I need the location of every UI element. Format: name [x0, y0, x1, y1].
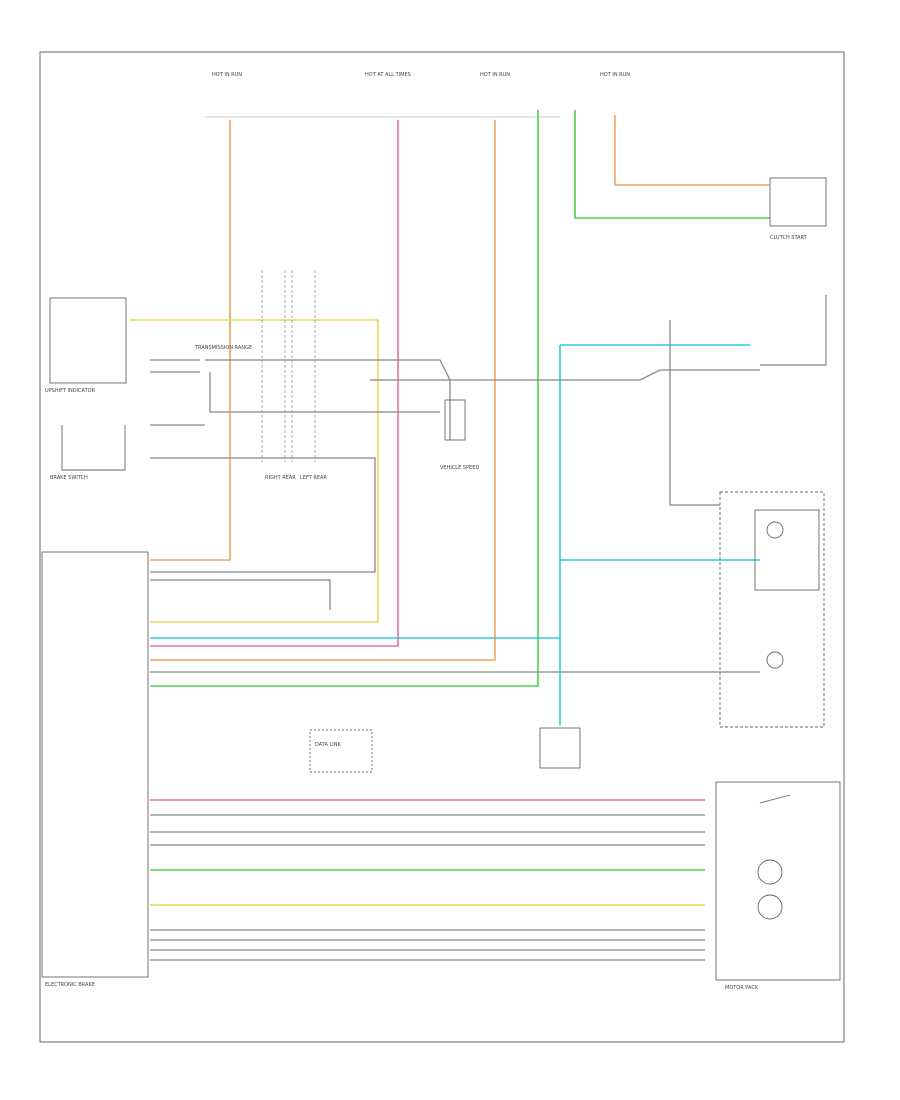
- relay-box-top-right: [769, 177, 827, 227]
- label-brake-switch: BRAKE SWITCH: [50, 475, 88, 481]
- tcs-module-inner: [754, 509, 820, 669]
- data-link-connector: [309, 729, 373, 773]
- label-upshift-indicator: UPSHIFT INDICATOR: [45, 388, 96, 394]
- wire-orange-right: [614, 115, 770, 186]
- label-transmission-range-switch: TRANSMISSION RANGE: [195, 345, 253, 351]
- label-motor-pack: MOTOR PACK: [725, 985, 759, 991]
- hot-connection-3: HOT IN RUN: [480, 72, 511, 78]
- motor-pack-box: [715, 781, 841, 981]
- wire-cyan: [150, 344, 760, 725]
- label-left-rear-speed-sensor: LEFT REAR: [300, 475, 327, 481]
- vehicle-speed-sensor: [444, 399, 466, 441]
- speed-sensor-connectors: [261, 270, 316, 462]
- wire-orange-mid: [150, 120, 496, 661]
- hot-connection-1: HOT IN RUN: [212, 72, 243, 78]
- label-clutch-switch: CLUTCH START: [770, 235, 807, 241]
- diagram-border: [39, 51, 845, 1043]
- label-ebcm: ELECTRONIC BRAKE: [45, 982, 95, 988]
- switch-box-right: [760, 295, 827, 366]
- tcs-module: [719, 491, 825, 728]
- wire-gray: [150, 320, 760, 961]
- hot-connection-2: HOT AT ALL TIMES: [365, 72, 411, 78]
- wire-orange-left: [150, 120, 231, 561]
- wire-yellow: [130, 319, 705, 906]
- label-right-rear-speed-sensor: RIGHT REAR: [265, 475, 296, 481]
- wire-green: [150, 110, 770, 871]
- label-data-link-connector: DATA LINK: [315, 742, 341, 748]
- ground-connector: [539, 727, 581, 769]
- hot-connection-4: HOT IN RUN: [600, 72, 631, 78]
- label-vehicle-speed-sensor: VEHICLE SPEED: [440, 465, 480, 471]
- wire-pink: [150, 120, 705, 801]
- traction-switch: [759, 794, 791, 804]
- ebcm-module-box: [41, 551, 149, 978]
- ground-switch: [61, 425, 126, 471]
- upshift-indicator-box: [49, 297, 127, 384]
